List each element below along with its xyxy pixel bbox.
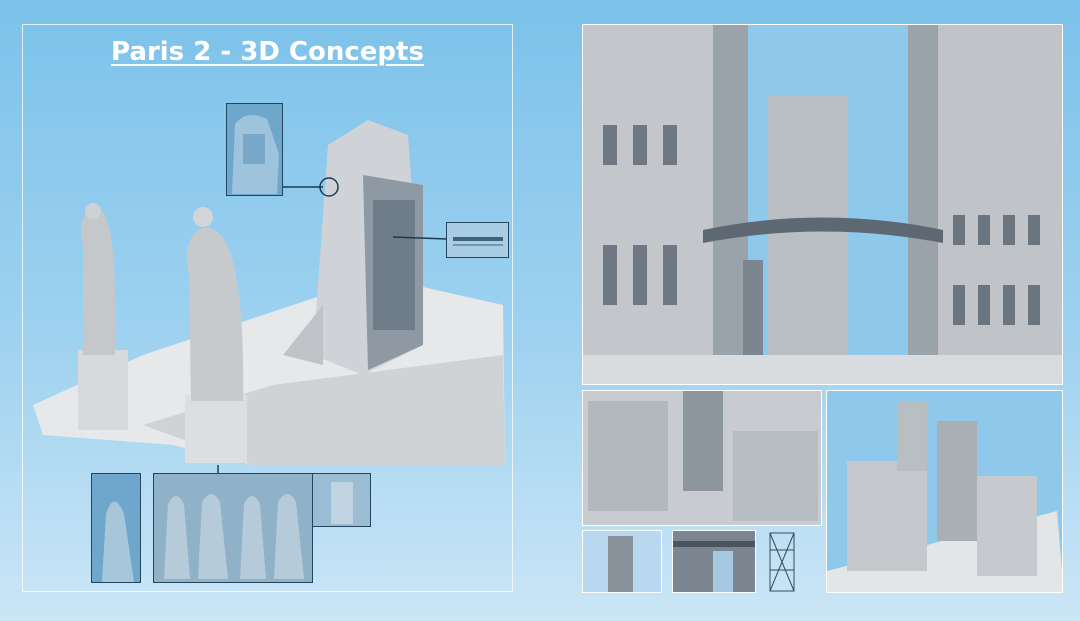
street-view-render — [582, 24, 1063, 385]
aerial-render-2 — [826, 390, 1063, 593]
thumbnail-render-2 — [672, 530, 756, 593]
face-detail-inset — [226, 103, 283, 196]
aerial-render-1 — [582, 390, 822, 526]
page-title: Paris 2 - 3D Concepts — [111, 37, 424, 67]
wall-statues-photo-inset — [153, 473, 313, 583]
bridge-detail-inset — [446, 222, 509, 258]
sculpture-detail-inset — [312, 473, 371, 527]
statue-photo-inset — [91, 473, 141, 583]
concept-sheet-panel: Paris 2 - 3D Concepts — [22, 24, 513, 592]
thumbnail-bridge-elevation — [764, 530, 800, 593]
city-model-render — [33, 120, 505, 473]
thumbnail-render-1 — [582, 530, 662, 593]
